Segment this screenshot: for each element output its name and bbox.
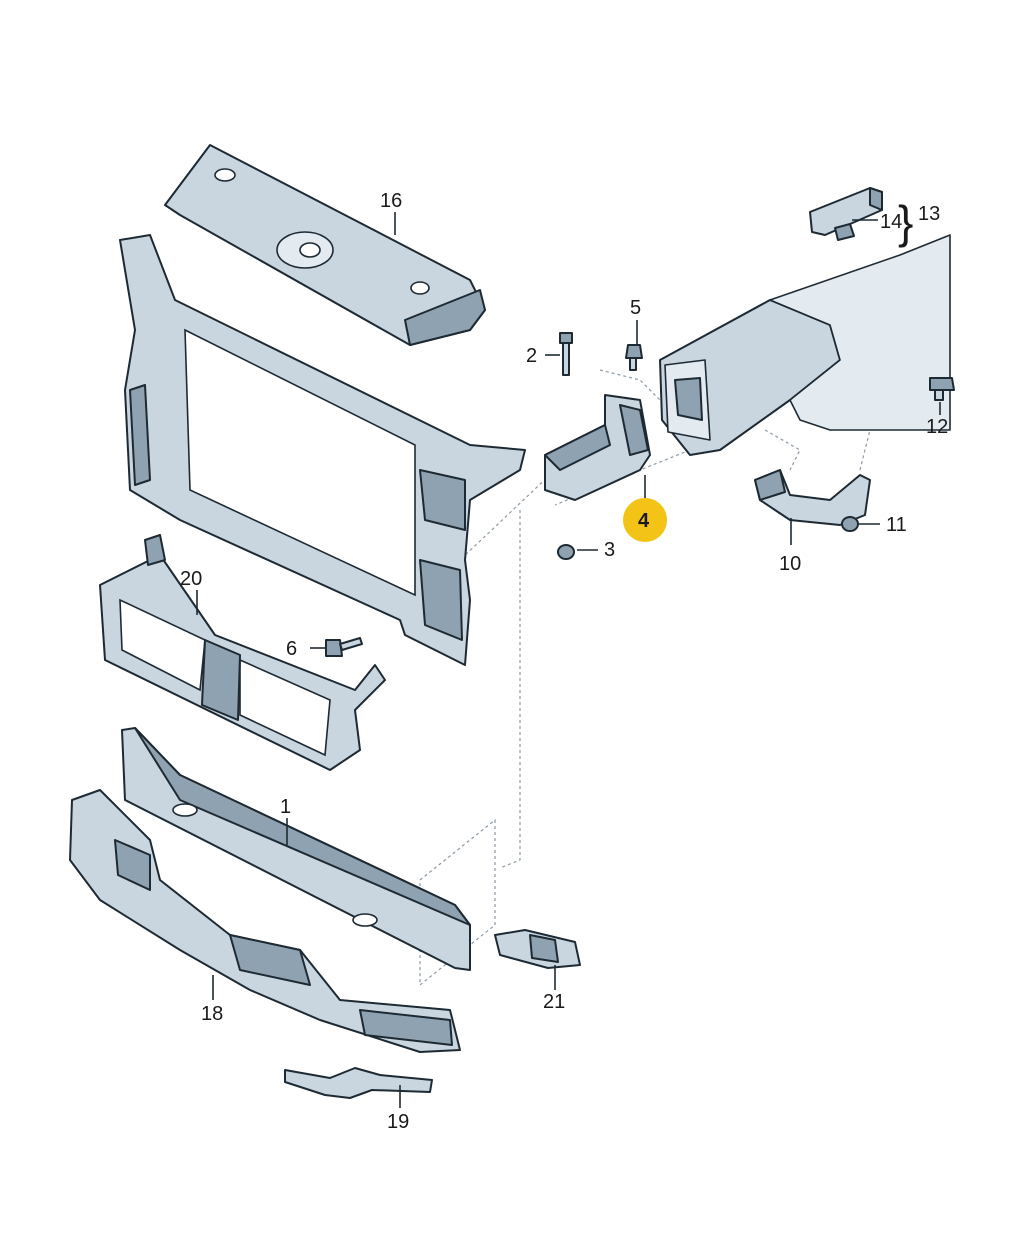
callout-14[interactable]: 14 [880, 211, 902, 233]
callout-1[interactable]: 1 [280, 796, 291, 818]
part-12-screw[interactable] [929, 377, 955, 401]
callout-13-brace: } [898, 196, 913, 248]
part-5-screw[interactable] [625, 344, 643, 371]
part-2-bolt[interactable] [559, 332, 573, 376]
leader-lines [196, 212, 941, 1108]
callout-10[interactable]: 10 [779, 553, 801, 575]
callout-11[interactable]: 11 [886, 514, 907, 536]
part-18-impact-absorber[interactable] [69, 789, 461, 1053]
part-1-bumper-beam[interactable] [121, 727, 471, 971]
callout-5[interactable]: 5 [630, 297, 641, 319]
highlight-marker [623, 498, 667, 542]
callout-19[interactable]: 19 [387, 1111, 409, 1133]
callout-3[interactable]: 3 [604, 539, 615, 561]
longitudinal-member [659, 234, 951, 456]
part-14-clip[interactable] [834, 223, 855, 241]
part-13-bracket[interactable] [809, 187, 883, 236]
callout-16[interactable]: 16 [380, 190, 402, 212]
callout-18[interactable]: 18 [201, 1003, 223, 1025]
part-3-nut[interactable] [557, 544, 575, 560]
part-19-lower-strip[interactable] [284, 1067, 433, 1099]
callout-20[interactable]: 20 [180, 568, 202, 590]
callout-6[interactable]: 6 [286, 638, 297, 660]
part-21-bracket[interactable] [494, 929, 581, 969]
part-10-bracket[interactable] [754, 469, 871, 526]
callout-12[interactable]: 12 [926, 416, 948, 438]
callout-2[interactable]: 2 [526, 345, 537, 367]
part-4-carrier-bracket[interactable] [544, 394, 651, 501]
callout-4[interactable]: 4 [638, 510, 650, 532]
part-16-upper-cover[interactable] [164, 144, 486, 346]
callout-labels: 16 2 5 3 4 6 20 1 18 19 21 10 11 12 14 1… [180, 190, 948, 1133]
part-20-air-guide[interactable] [99, 534, 386, 771]
part-11-nut[interactable] [841, 516, 859, 532]
callout-21[interactable]: 21 [543, 991, 565, 1013]
callout-13[interactable]: 13 [918, 203, 940, 225]
part-6-screw[interactable] [325, 637, 363, 657]
radiator-support-frame [119, 234, 526, 666]
